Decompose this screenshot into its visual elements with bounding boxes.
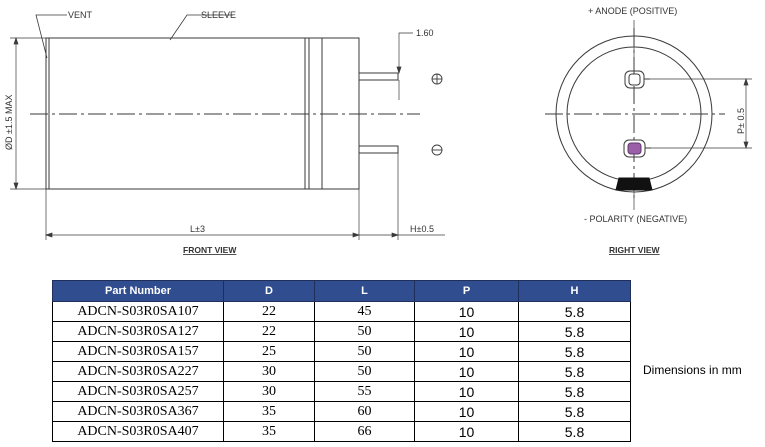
length-label: L±3 bbox=[190, 224, 205, 234]
header-l: L bbox=[314, 280, 415, 302]
cell-d: 30 bbox=[223, 381, 315, 402]
cell-d: 25 bbox=[223, 341, 315, 362]
anode-label: + ANODE (POSITIVE) bbox=[588, 6, 677, 16]
cell-part-number: ADCN-S03R0SA257 bbox=[52, 381, 224, 402]
cell-d: 35 bbox=[223, 401, 315, 422]
front-view-title: FRONT VIEW bbox=[183, 245, 237, 255]
cell-p: 10 bbox=[414, 301, 519, 322]
lead-height-dimension bbox=[359, 153, 445, 240]
cell-h: 5.8 bbox=[518, 361, 631, 382]
cell-p: 10 bbox=[414, 401, 519, 422]
cell-h: 5.8 bbox=[518, 341, 631, 362]
units-note: Dimensions in mm bbox=[643, 363, 742, 377]
vent-label: VENT bbox=[68, 10, 93, 20]
pitch-dimension bbox=[650, 77, 752, 150]
cell-l: 50 bbox=[314, 321, 415, 342]
cell-p: 10 bbox=[414, 381, 519, 402]
cell-d: 35 bbox=[223, 421, 315, 442]
table-header-row: Part Number D L P H bbox=[52, 280, 631, 302]
cell-d: 30 bbox=[223, 361, 315, 382]
cell-l: 45 bbox=[314, 301, 415, 322]
cell-h: 5.8 bbox=[518, 321, 631, 342]
cell-d: 22 bbox=[223, 301, 315, 322]
anode-terminal bbox=[624, 70, 650, 89]
lead-thickness-label: 1.60 bbox=[416, 28, 434, 38]
cell-part-number: ADCN-S03R0SA157 bbox=[52, 341, 224, 362]
negative-symbol-icon bbox=[431, 144, 443, 156]
cell-p: 10 bbox=[414, 341, 519, 362]
cell-h: 5.8 bbox=[518, 421, 631, 442]
table-row: ADCN-S03R0SA157 25 50 10 5.8 bbox=[52, 341, 631, 362]
cell-d: 22 bbox=[223, 321, 315, 342]
cell-l: 66 bbox=[314, 421, 415, 442]
table-row: ADCN-S03R0SA367 35 60 10 5.8 bbox=[52, 401, 631, 422]
cell-part-number: ADCN-S03R0SA407 bbox=[52, 421, 224, 442]
cell-l: 50 bbox=[314, 361, 415, 382]
pitch-label: P± 0.5 bbox=[736, 108, 746, 134]
cell-l: 55 bbox=[314, 381, 415, 402]
cell-l: 50 bbox=[314, 341, 415, 362]
diameter-dimension bbox=[10, 36, 46, 191]
positive-symbol-icon bbox=[431, 73, 443, 85]
cell-h: 5.8 bbox=[518, 301, 631, 322]
cell-part-number: ADCN-S03R0SA227 bbox=[52, 361, 224, 382]
right-view-title: RIGHT VIEW bbox=[609, 245, 661, 255]
polarity-label: - POLARITY (NEGATIVE) bbox=[584, 214, 687, 224]
lead-negative bbox=[358, 145, 399, 154]
sleeve-leader bbox=[169, 14, 233, 41]
length-dimension bbox=[44, 189, 361, 240]
lead-positive bbox=[358, 72, 399, 81]
header-p: P bbox=[414, 280, 519, 302]
cell-l: 60 bbox=[314, 401, 415, 422]
cathode-terminal bbox=[623, 139, 651, 158]
cell-part-number: ADCN-S03R0SA367 bbox=[52, 401, 224, 422]
cell-h: 5.8 bbox=[518, 401, 631, 422]
table-row: ADCN-S03R0SA407 35 66 10 5.8 bbox=[52, 421, 631, 442]
dimensions-table: Part Number D L P H ADCN-S03R0SA107 22 4… bbox=[52, 280, 631, 442]
cell-part-number: ADCN-S03R0SA107 bbox=[52, 301, 224, 322]
header-part-number: Part Number bbox=[52, 280, 224, 302]
table-row: ADCN-S03R0SA227 30 50 10 5.8 bbox=[52, 361, 631, 382]
cell-p: 10 bbox=[414, 321, 519, 342]
header-h: H bbox=[518, 280, 631, 302]
diameter-label: ØD ±1.5 MAX bbox=[4, 95, 14, 150]
technical-drawing: VENT SLEEVE ØD ±1.5 MAX L±3 1.60 H±0.5 F… bbox=[4, 6, 752, 255]
cell-p: 10 bbox=[414, 421, 519, 442]
cell-part-number: ADCN-S03R0SA127 bbox=[52, 321, 224, 342]
table-row: ADCN-S03R0SA257 30 55 10 5.8 bbox=[52, 381, 631, 402]
cell-p: 10 bbox=[414, 361, 519, 382]
lead-height-label: H±0.5 bbox=[410, 224, 434, 234]
vent-leader bbox=[35, 14, 67, 59]
table-row: ADCN-S03R0SA127 22 50 10 5.8 bbox=[52, 321, 631, 342]
lead-thickness-dimension bbox=[396, 32, 413, 100]
sleeve-label: SLEEVE bbox=[201, 10, 236, 20]
table-row: ADCN-S03R0SA107 22 45 10 5.8 bbox=[52, 301, 631, 322]
polarity-band bbox=[615, 177, 653, 191]
cell-h: 5.8 bbox=[518, 381, 631, 402]
header-d: D bbox=[223, 280, 315, 302]
